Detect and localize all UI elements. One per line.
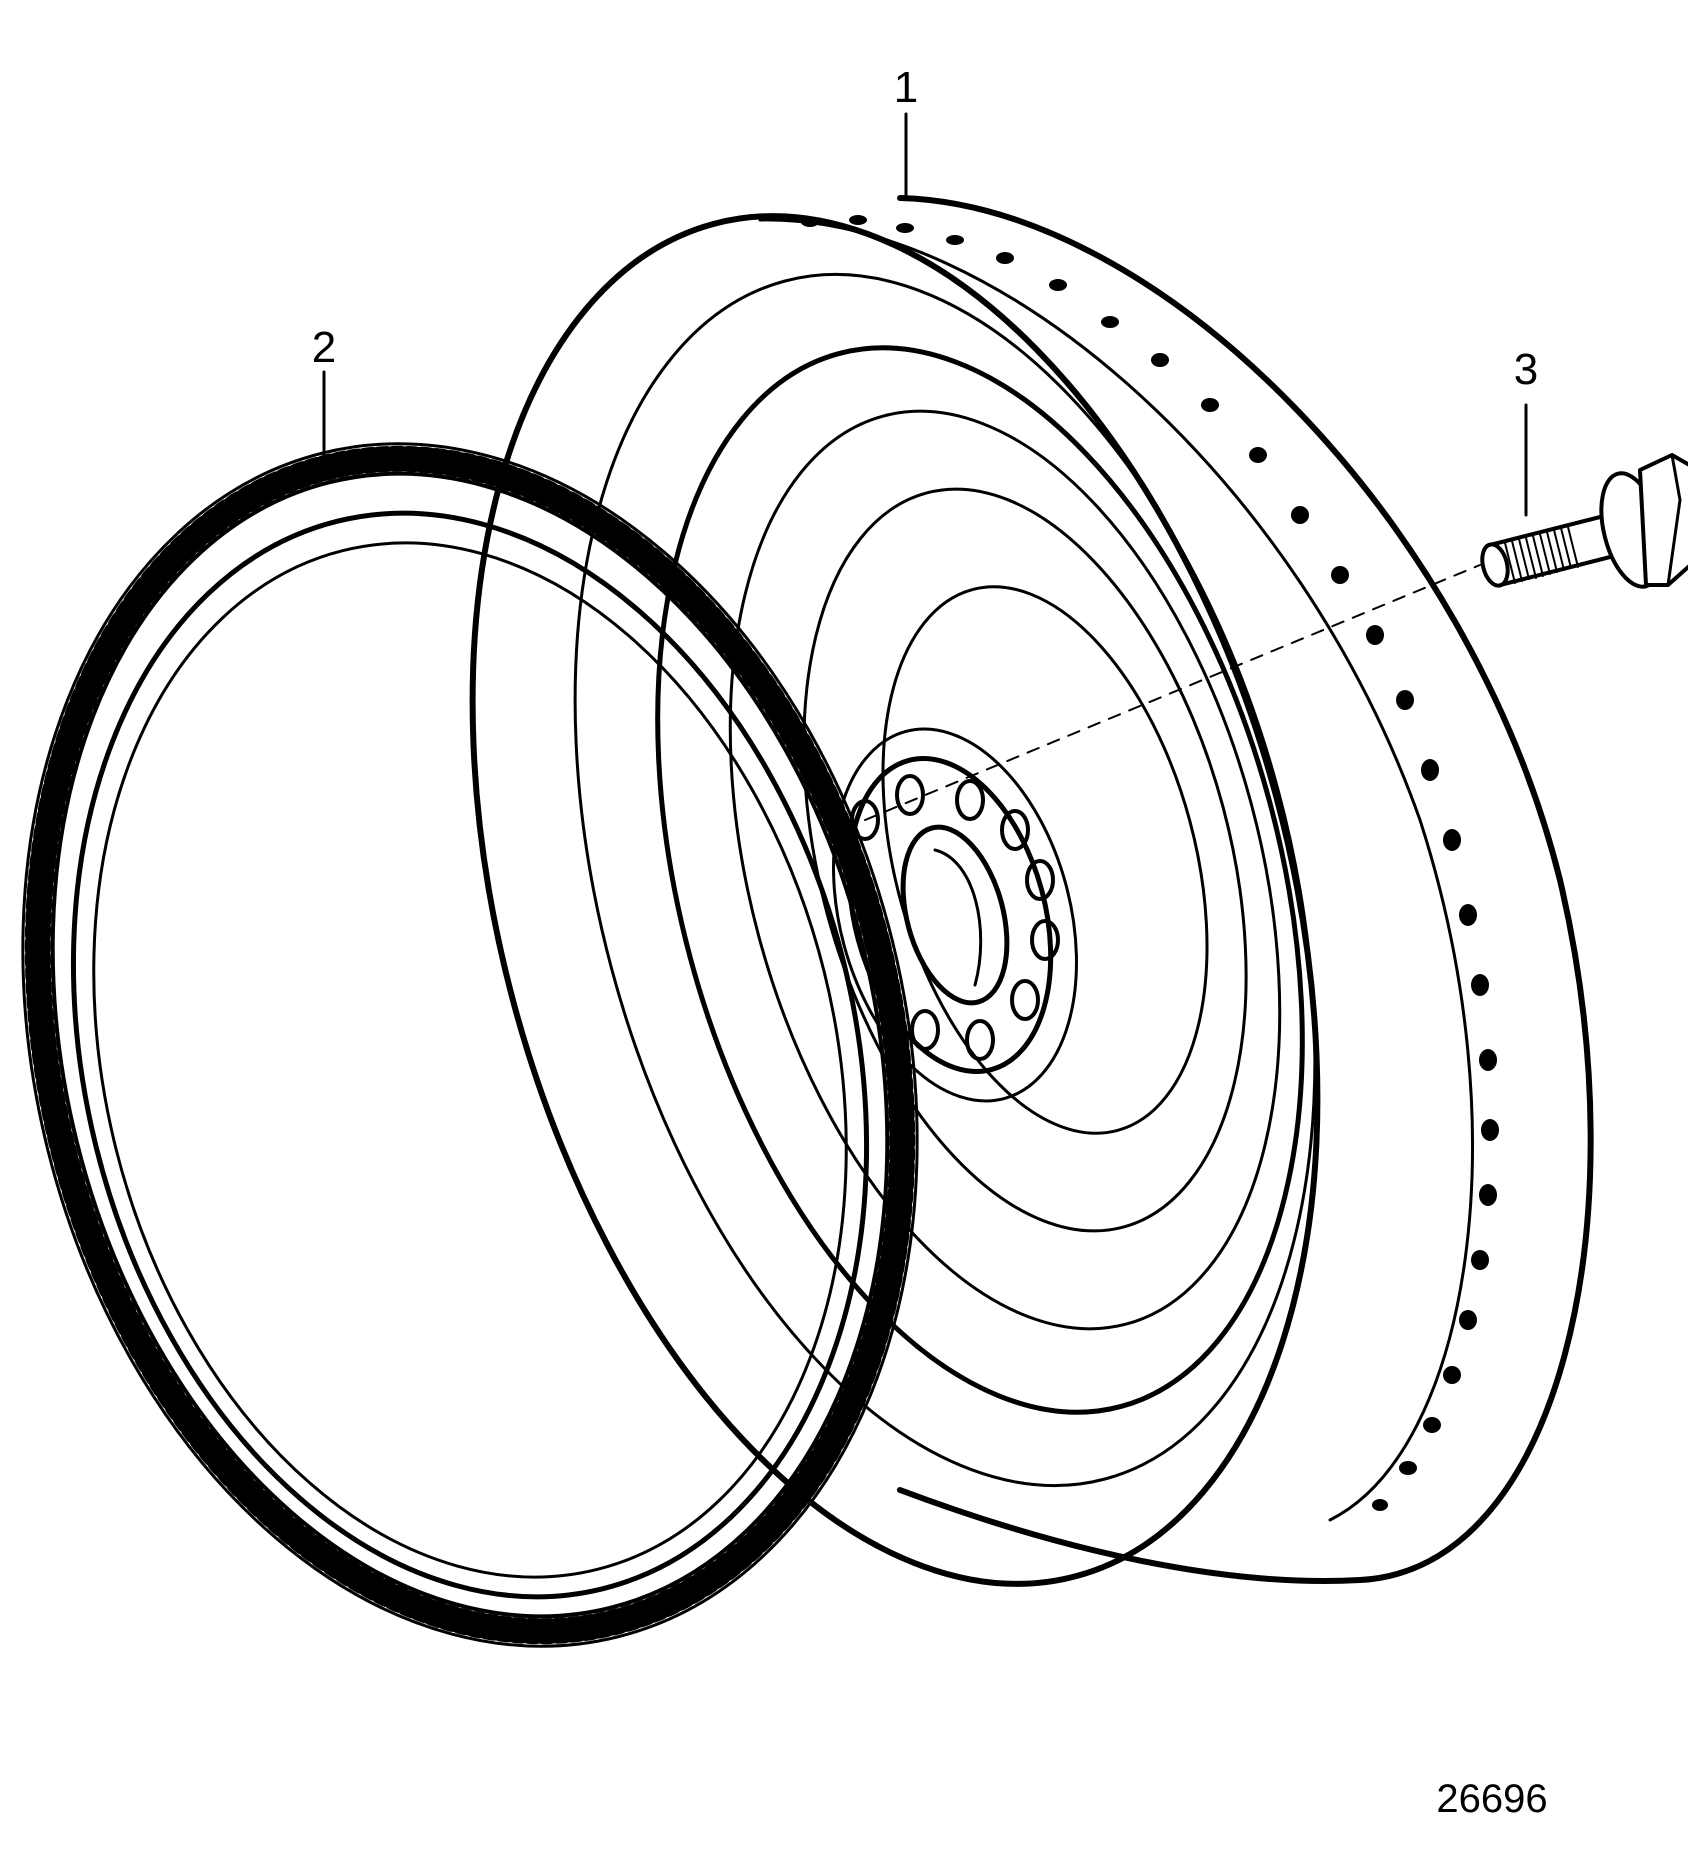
flywheel-hub-outer [832,727,1078,1103]
ring-gear-inner-bore [92,541,848,1579]
ring-gear-outer-edge [21,442,919,1648]
bolt-thread [1504,526,1579,584]
bolt-tip [1480,542,1510,588]
bolt-head [1638,453,1688,587]
ring-gear [21,442,919,1648]
leader-lines [322,112,1528,821]
flywheel-face-ring-1 [573,273,1317,1487]
flywheel-rim-inner [758,218,1474,1522]
flywheel-center-bore [900,824,1010,1006]
flywheel-face-ring-5 [881,585,1209,1135]
flywheel-face-ring-3 [728,409,1282,1331]
callout-3: 3 [1514,345,1538,394]
flywheel-face-ring-4 [802,487,1248,1233]
flywheel-face-outer [469,213,1321,1587]
callout-labels: 1 2 3 26696 [312,63,1548,1821]
flywheel-outer-rim [897,195,1594,1584]
ring-gear-teeth [24,445,916,1645]
ring-gear-root [50,471,890,1619]
flywheel-bore-depth [933,848,983,987]
hub-bolt-holes [850,774,1060,1061]
figure-number: 26696 [1436,1777,1547,1821]
bolt [1480,453,1688,589]
flywheel-face-ring-2 [655,345,1305,1415]
flywheel [469,195,1594,1587]
rim-holes [801,215,1499,1511]
ring-gear-inner-edge [70,510,870,1600]
callout-2: 2 [312,323,336,372]
callout-1: 1 [894,63,918,112]
assembly-line [864,564,1481,821]
flywheel-hub-inner [846,756,1054,1074]
